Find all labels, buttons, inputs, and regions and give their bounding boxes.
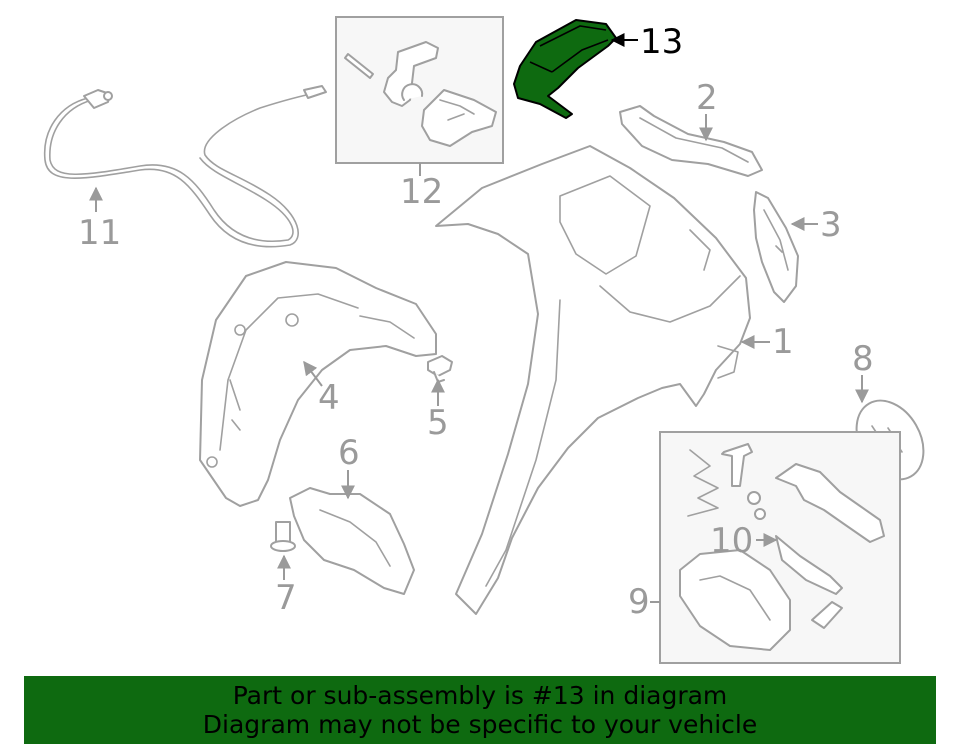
callout-6: 6 bbox=[338, 433, 360, 473]
callout-4: 4 bbox=[318, 378, 340, 418]
callout-7: 7 bbox=[275, 578, 297, 618]
leader-4 bbox=[303, 360, 323, 387]
part-13-bracket-highlighted[interactable] bbox=[513, 19, 617, 119]
callout-13-highlighted: 13 bbox=[640, 22, 683, 62]
banner-line-2: Diagram may not be specific to your vehi… bbox=[202, 710, 758, 739]
part-11-release-cable[interactable] bbox=[43, 85, 327, 248]
part-9-fuel-filler-kit[interactable] bbox=[659, 431, 901, 664]
callout-11: 11 bbox=[78, 213, 121, 253]
parts-diagram: 1 2 3 4 5 6 7 8 9 10 11 12 13 bbox=[43, 16, 925, 664]
part-1-quarter-panel[interactable] bbox=[435, 145, 751, 615]
callout-5: 5 bbox=[427, 403, 449, 443]
callout-2: 2 bbox=[696, 78, 718, 118]
part-2-rail[interactable] bbox=[619, 105, 763, 177]
callout-8: 8 bbox=[852, 339, 874, 379]
callout-12: 12 bbox=[400, 172, 443, 212]
part-5-clip[interactable] bbox=[427, 355, 453, 383]
part-12-hinge-kit[interactable] bbox=[335, 16, 504, 164]
callout-9: 9 bbox=[628, 582, 650, 622]
banner-line-1: Part or sub-assembly is #13 in diagram bbox=[232, 681, 728, 710]
part-3-bracket[interactable] bbox=[753, 191, 799, 303]
callout-1: 1 bbox=[772, 322, 794, 362]
part-4-wheel-liner[interactable] bbox=[199, 261, 437, 507]
callout-3: 3 bbox=[820, 205, 842, 245]
callout-10: 10 bbox=[710, 521, 753, 561]
part-6-splash-shield[interactable] bbox=[289, 487, 415, 595]
notice-banner: Part or sub-assembly is #13 in diagram D… bbox=[24, 676, 936, 744]
part-7-bolt[interactable] bbox=[270, 521, 296, 552]
